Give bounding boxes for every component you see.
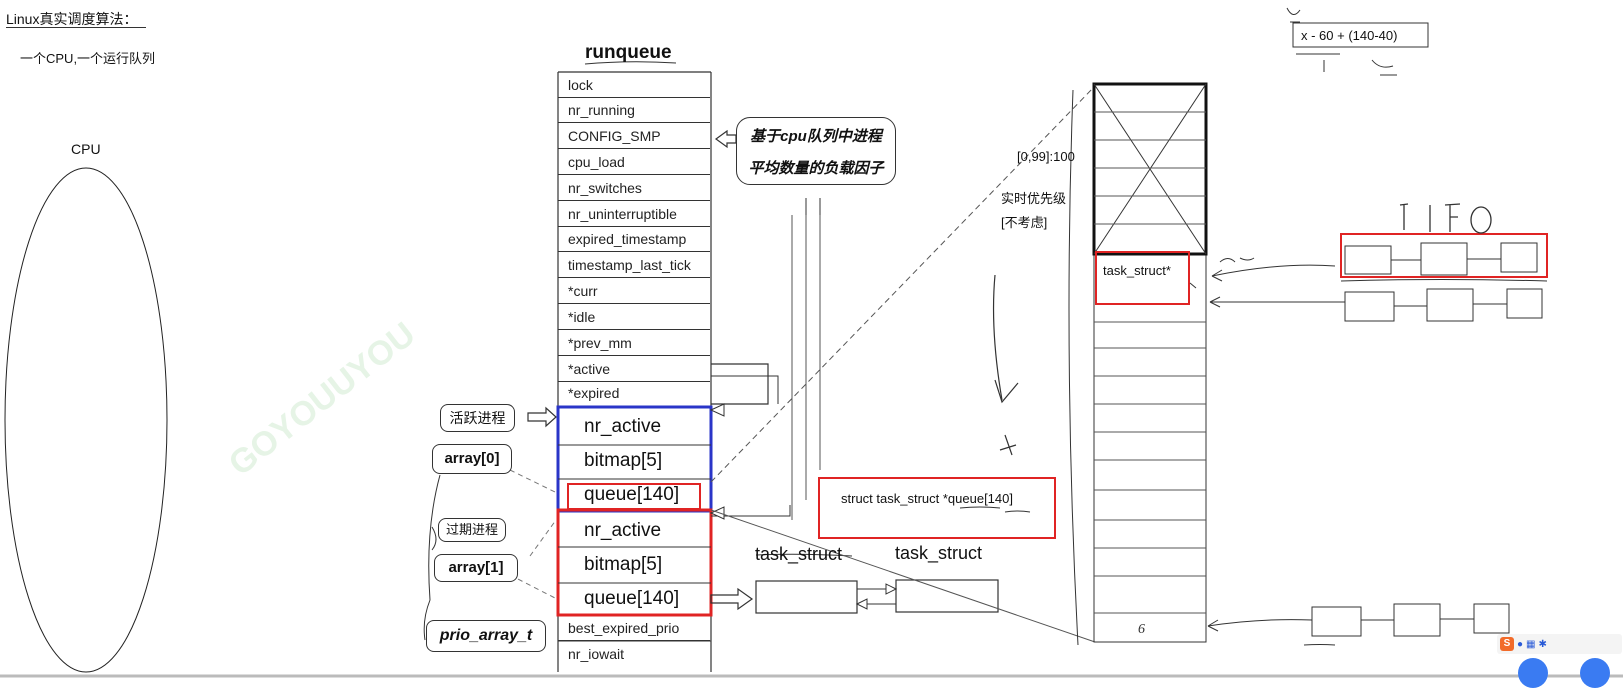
priority-formula: x - 60 + (140-40) [1301,28,1398,43]
notes-subtitle: 一个CPU,一个运行队列 [20,51,156,66]
priority-slot-label: task_struct* [1103,263,1171,278]
runqueue-tail-field: best_expired_prio [558,616,710,641]
array0-nr-active: nr_active [584,416,662,437]
runqueue-field: *active [558,357,710,382]
runqueue-field: *expired [568,385,620,401]
load-factor-line1: 基于cpu队列中进程 [750,128,882,145]
realtime-ignore-label: [不考虑] [1001,215,1048,230]
settings-icon[interactable]: ✱ [1538,638,1547,650]
array1-label: array[1] [434,554,518,582]
active-process-label: 活跃进程 [440,404,515,432]
keyboard-icon[interactable]: ▦ [1526,638,1536,650]
cpu-label: CPU [71,141,101,157]
notes-title: Linux真实调度算法： [6,11,138,27]
runqueue-field: *curr [558,279,710,304]
task-struct-label-1: task_struct [755,544,843,564]
mic-icon[interactable]: ● [1517,638,1524,650]
prio-array-t-label: prio_array_t [426,620,546,652]
task-struct-label-2: task_struct [895,543,983,563]
svg-text:6: 6 [1138,622,1145,637]
array1-nr-active: nr_active [584,520,662,541]
array0-queue: queue[140] [584,484,680,505]
runqueue-field: *prev_mm [558,331,710,356]
hand-tool-icon[interactable] [1518,658,1548,688]
runqueue-field: nr_running [558,98,710,123]
priority-range-label: [0,99]:100 [1017,149,1075,164]
runqueue-field: CONFIG_SMP [558,124,710,149]
ime-toolbar[interactable]: S ● ▦ ✱ [1497,634,1622,654]
runqueue-field: expired_timestamp [558,227,710,252]
runqueue-field: nr_switches [558,176,710,201]
realtime-priority-label: 实时优先级 [1001,191,1067,206]
runqueue-tail-field: nr_iowait [568,646,625,662]
runqueue-field: cpu_load [558,150,710,175]
sogou-icon[interactable]: S [1500,637,1514,651]
runqueue-field: lock [558,73,710,98]
runqueue-title: runqueue [585,42,672,63]
runqueue-field: nr_uninterruptible [558,202,710,227]
array0-bitmap: bitmap[5] [584,450,663,471]
array0-label: array[0] [432,444,512,474]
queue-declaration: struct task_struct *queue[140] [841,491,1013,506]
array1-bitmap: bitmap[5] [584,554,663,575]
array1-queue: queue[140] [584,588,680,609]
load-factor-line2: 平均数量的负载因子 [748,160,884,177]
chat-icon[interactable] [1580,658,1610,688]
notes-title-underline [6,27,146,28]
runqueue-field: *idle [558,305,710,330]
expired-process-label: 过期进程 [438,518,506,542]
runqueue-field: timestamp_last_tick [558,253,710,278]
load-factor-callout: 基于cpu队列中进程 平均数量的负载因子 [736,117,896,185]
